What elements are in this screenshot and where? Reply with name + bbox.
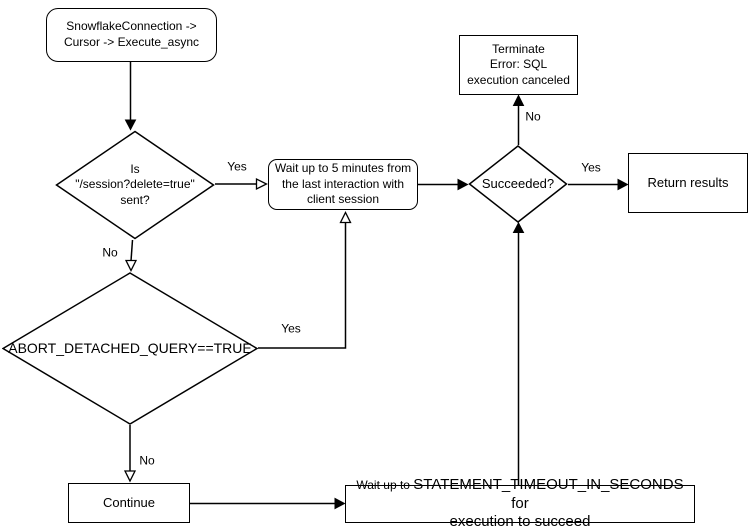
diamond-shape xyxy=(55,130,215,240)
continue-node: Continue xyxy=(68,483,190,523)
wait-timeout-line2: execution to succeed xyxy=(449,513,591,529)
wait-timeout-node: Wait up to STATEMENT_TIMEOUT_IN_SECONDS … xyxy=(345,476,695,529)
edge-label-abort-no: No xyxy=(137,453,157,468)
succeeded-decision-label: Succeeded? xyxy=(481,175,555,191)
abort-detached-query-decision-label: ABORT_DETACHED_QUERY==TRUE xyxy=(8,340,252,357)
edge-label-session-no: No xyxy=(100,245,120,260)
wait-5-minutes-node: Wait up to 5 minutes from the last inter… xyxy=(268,159,418,210)
diamond-shape xyxy=(2,272,258,425)
session-delete-decision-label: Is "/session?delete=true" sent? xyxy=(75,161,195,207)
terminate-node: Terminate Error: SQL execution canceled xyxy=(459,35,578,95)
start-node: SnowflakeConnection -> Cursor -> Execute… xyxy=(46,8,217,62)
succeeded-decision-node: Succeeded? xyxy=(468,145,568,223)
edge-label-session-yes: Yes xyxy=(225,159,249,174)
edge-label-abort-yes: Yes xyxy=(279,321,303,336)
edge-label-succeeded-no: No xyxy=(523,109,543,124)
edge-label-succeeded-yes: Yes xyxy=(579,160,603,175)
wait-timeout-line1: STATEMENT_TIMEOUT_IN_SECONDS for xyxy=(413,475,684,512)
session-delete-decision-node: Is "/session?delete=true" sent? xyxy=(55,130,215,240)
abort-detached-query-decision-node: ABORT_DETACHED_QUERY==TRUE xyxy=(2,272,258,425)
wait-timeout-prefix: Wait up to xyxy=(356,477,414,492)
return-results-node: Return results xyxy=(628,153,748,213)
wait-timeout-label: Wait up to STATEMENT_TIMEOUT_IN_SECONDS … xyxy=(346,476,694,529)
